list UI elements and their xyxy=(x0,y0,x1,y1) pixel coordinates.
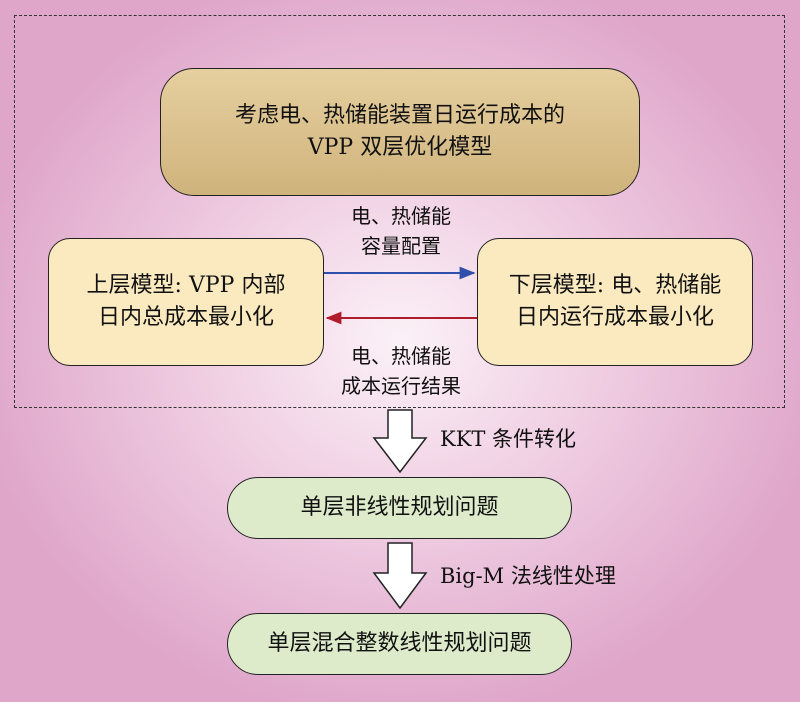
lower-model-box: 下层模型: 电、热储能 日内运行成本最小化 xyxy=(477,238,753,366)
bigm-linearization-label: Big-M 法线性处理 xyxy=(440,564,616,588)
operation-result-label: 电、热储能 成本运行结果 xyxy=(341,344,461,398)
bilevel-model-box: 考虑电、热储能装置日运行成本的 VPP 双层优化模型 xyxy=(160,68,640,196)
upper-model-box: 上层模型: VPP 内部 日内总成本最小化 xyxy=(48,238,324,366)
capacity-config-label: 电、热储能 容量配置 xyxy=(351,204,451,258)
nonlinear-problem-box: 单层非线性规划问题 xyxy=(227,477,572,539)
bilevel-model-frame xyxy=(14,15,785,408)
down-arrow-2 xyxy=(372,542,428,610)
down-arrow-1 xyxy=(372,409,428,474)
milp-problem-box: 单层混合整数线性规划问题 xyxy=(227,613,572,675)
kkt-conversion-label: KKT 条件转化 xyxy=(440,427,577,451)
